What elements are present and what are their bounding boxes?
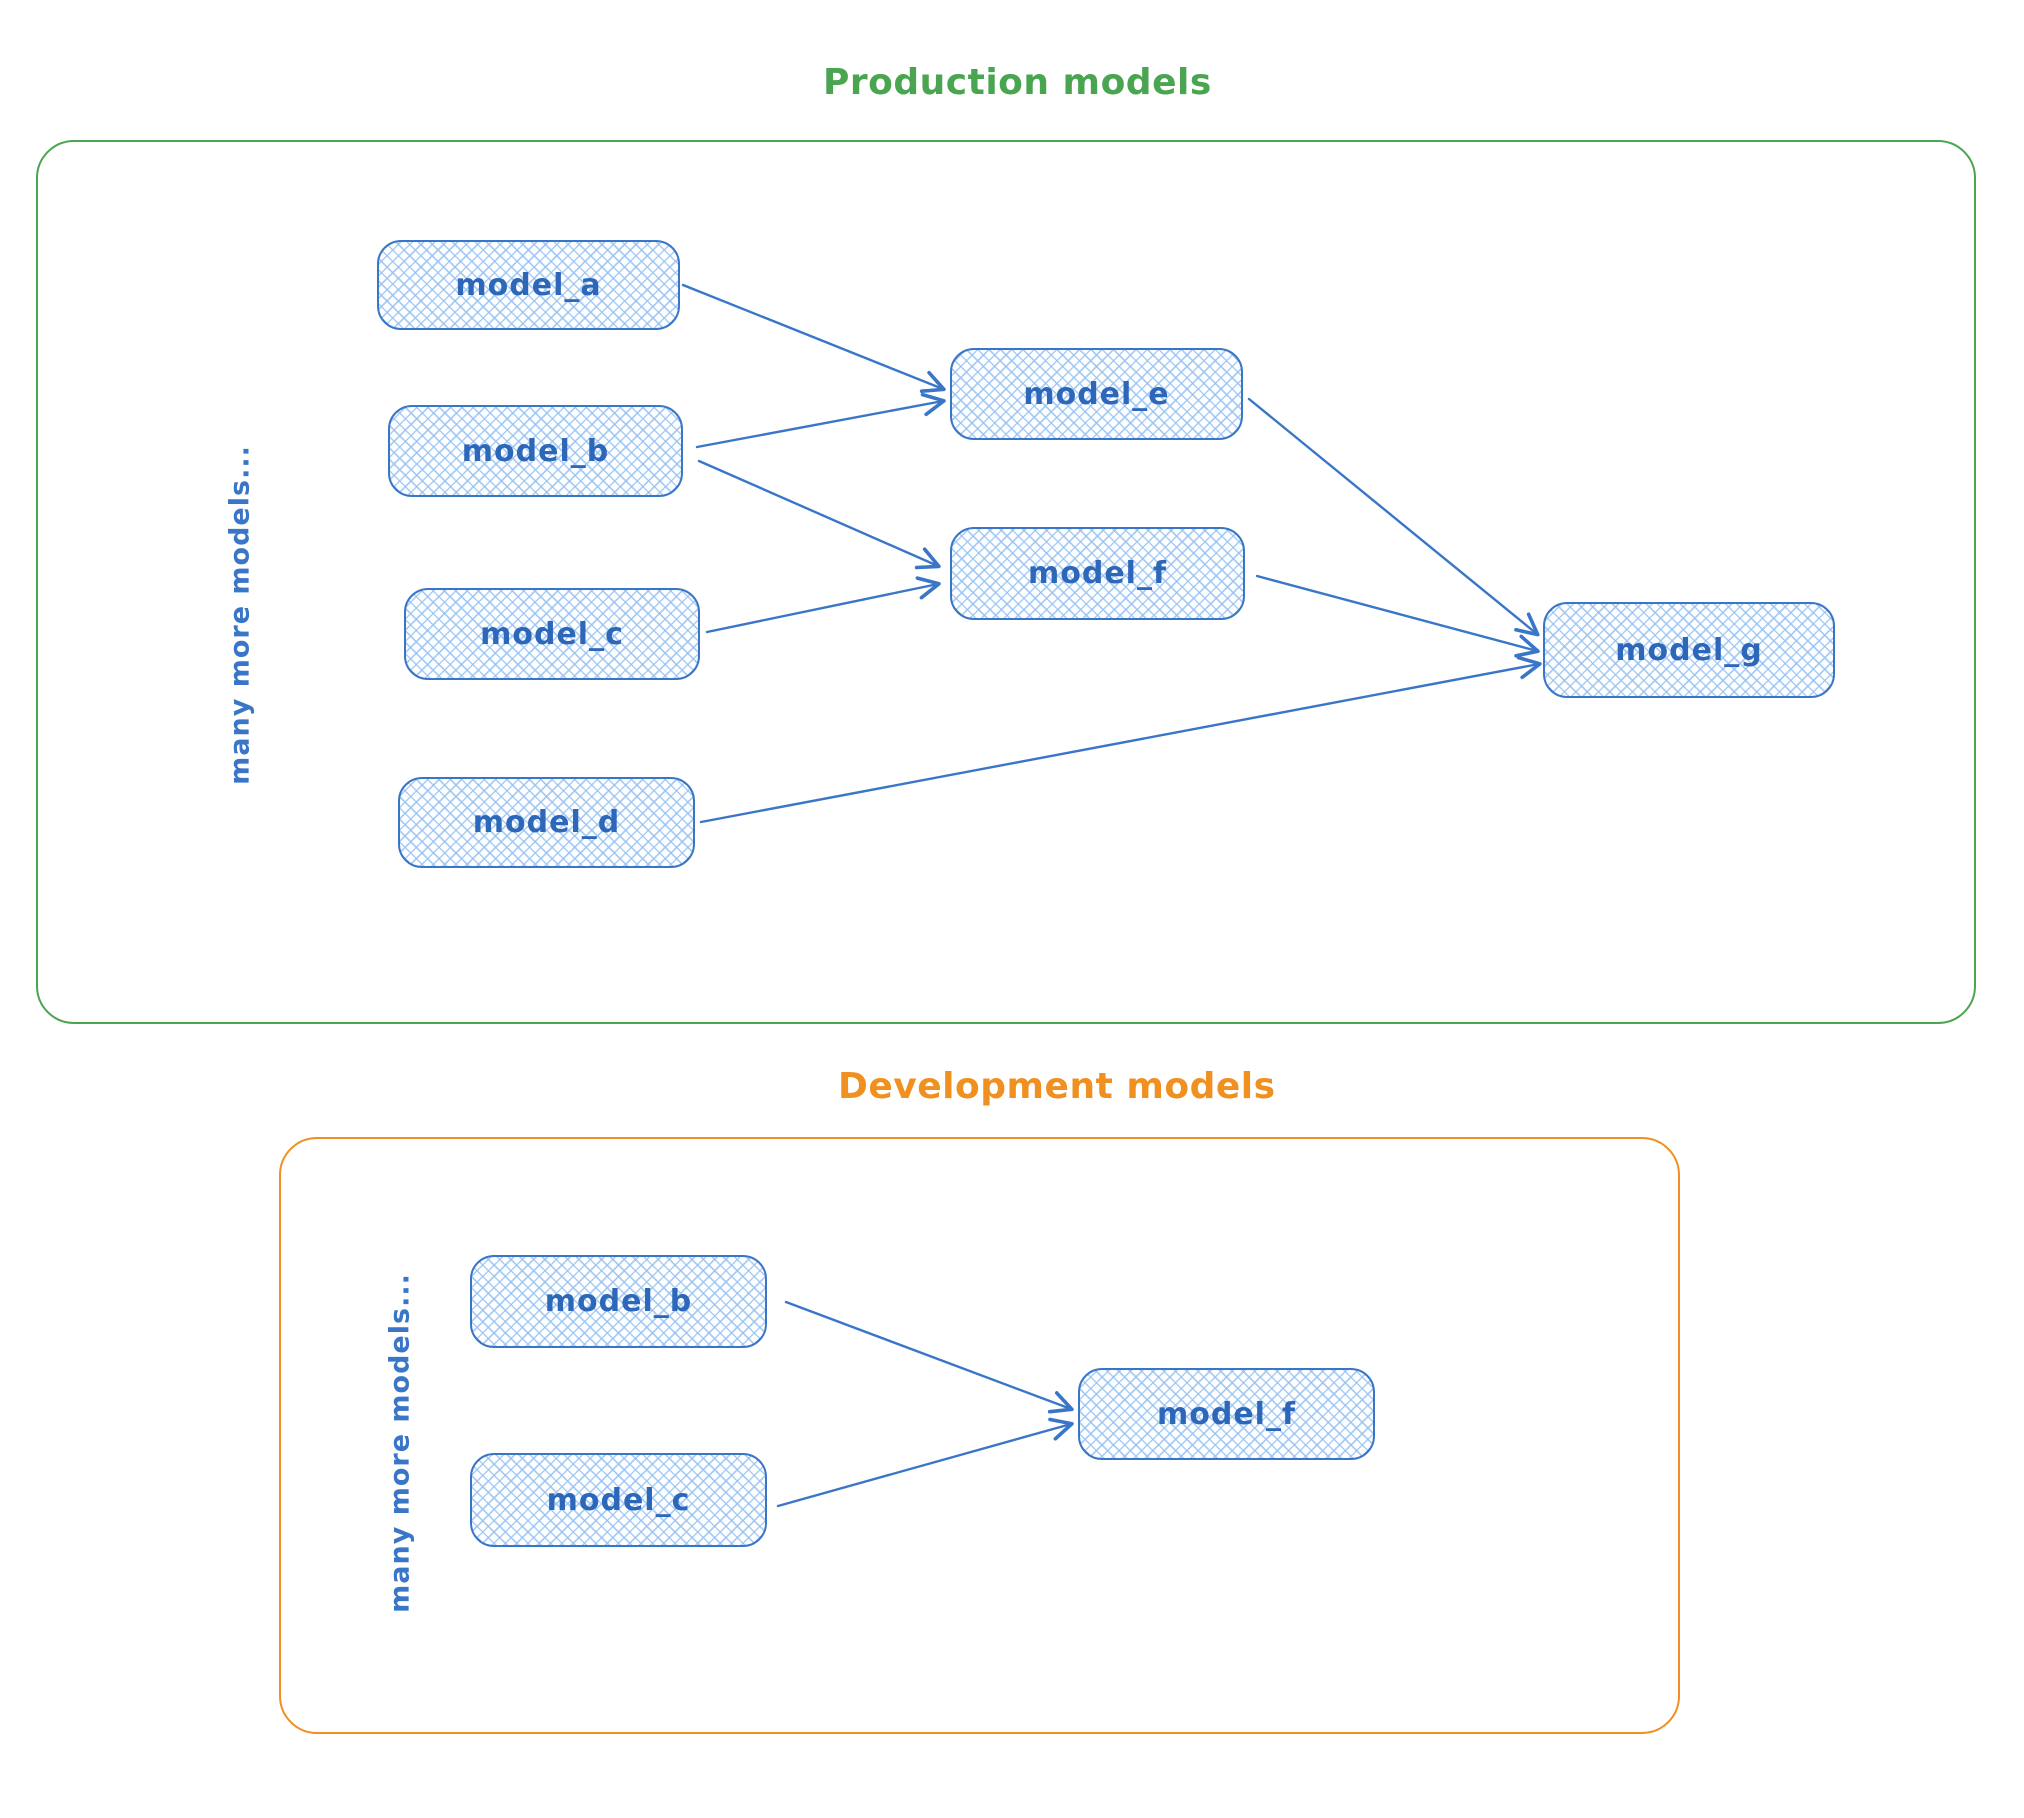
node-label-prod-model_e: model_e bbox=[1023, 376, 1170, 412]
node-dev-model_f[interactable]: model_f bbox=[1078, 1368, 1375, 1460]
production-section-title[interactable]: Production models bbox=[823, 62, 1212, 103]
node-prod-model_g[interactable]: model_g bbox=[1543, 602, 1835, 698]
node-label-prod-model_g: model_g bbox=[1615, 632, 1763, 668]
node-label-prod-model_b: model_b bbox=[461, 433, 610, 469]
node-dev-model_b[interactable]: model_b bbox=[470, 1255, 767, 1348]
node-label-prod-model_f: model_f bbox=[1027, 556, 1168, 591]
node-prod-model_a[interactable]: model_a bbox=[377, 240, 680, 330]
node-dev-model_c[interactable]: model_c bbox=[470, 1453, 767, 1547]
node-label-dev-model_b: model_b bbox=[544, 1284, 693, 1319]
development-side-label[interactable]: many more models... bbox=[384, 1273, 416, 1613]
production-side-label[interactable]: many more models... bbox=[224, 445, 256, 785]
node-label-dev-model_f: model_f bbox=[1156, 1396, 1297, 1432]
node-label-prod-model_c: model_c bbox=[480, 616, 624, 652]
node-prod-model_b[interactable]: model_b bbox=[388, 405, 683, 497]
development-section-title[interactable]: Development models bbox=[838, 1066, 1276, 1107]
development-frame[interactable] bbox=[279, 1137, 1680, 1734]
node-label-dev-model_c: model_c bbox=[546, 1482, 691, 1518]
node-prod-model_c[interactable]: model_c bbox=[404, 588, 700, 680]
node-prod-model_d[interactable]: model_d bbox=[398, 777, 695, 868]
node-prod-model_f[interactable]: model_f bbox=[950, 527, 1245, 620]
node-prod-model_e[interactable]: model_e bbox=[950, 348, 1243, 440]
node-label-prod-model_a: model_a bbox=[455, 267, 602, 303]
production-frame[interactable] bbox=[36, 140, 1976, 1024]
node-label-prod-model_d: model_d bbox=[472, 805, 621, 840]
